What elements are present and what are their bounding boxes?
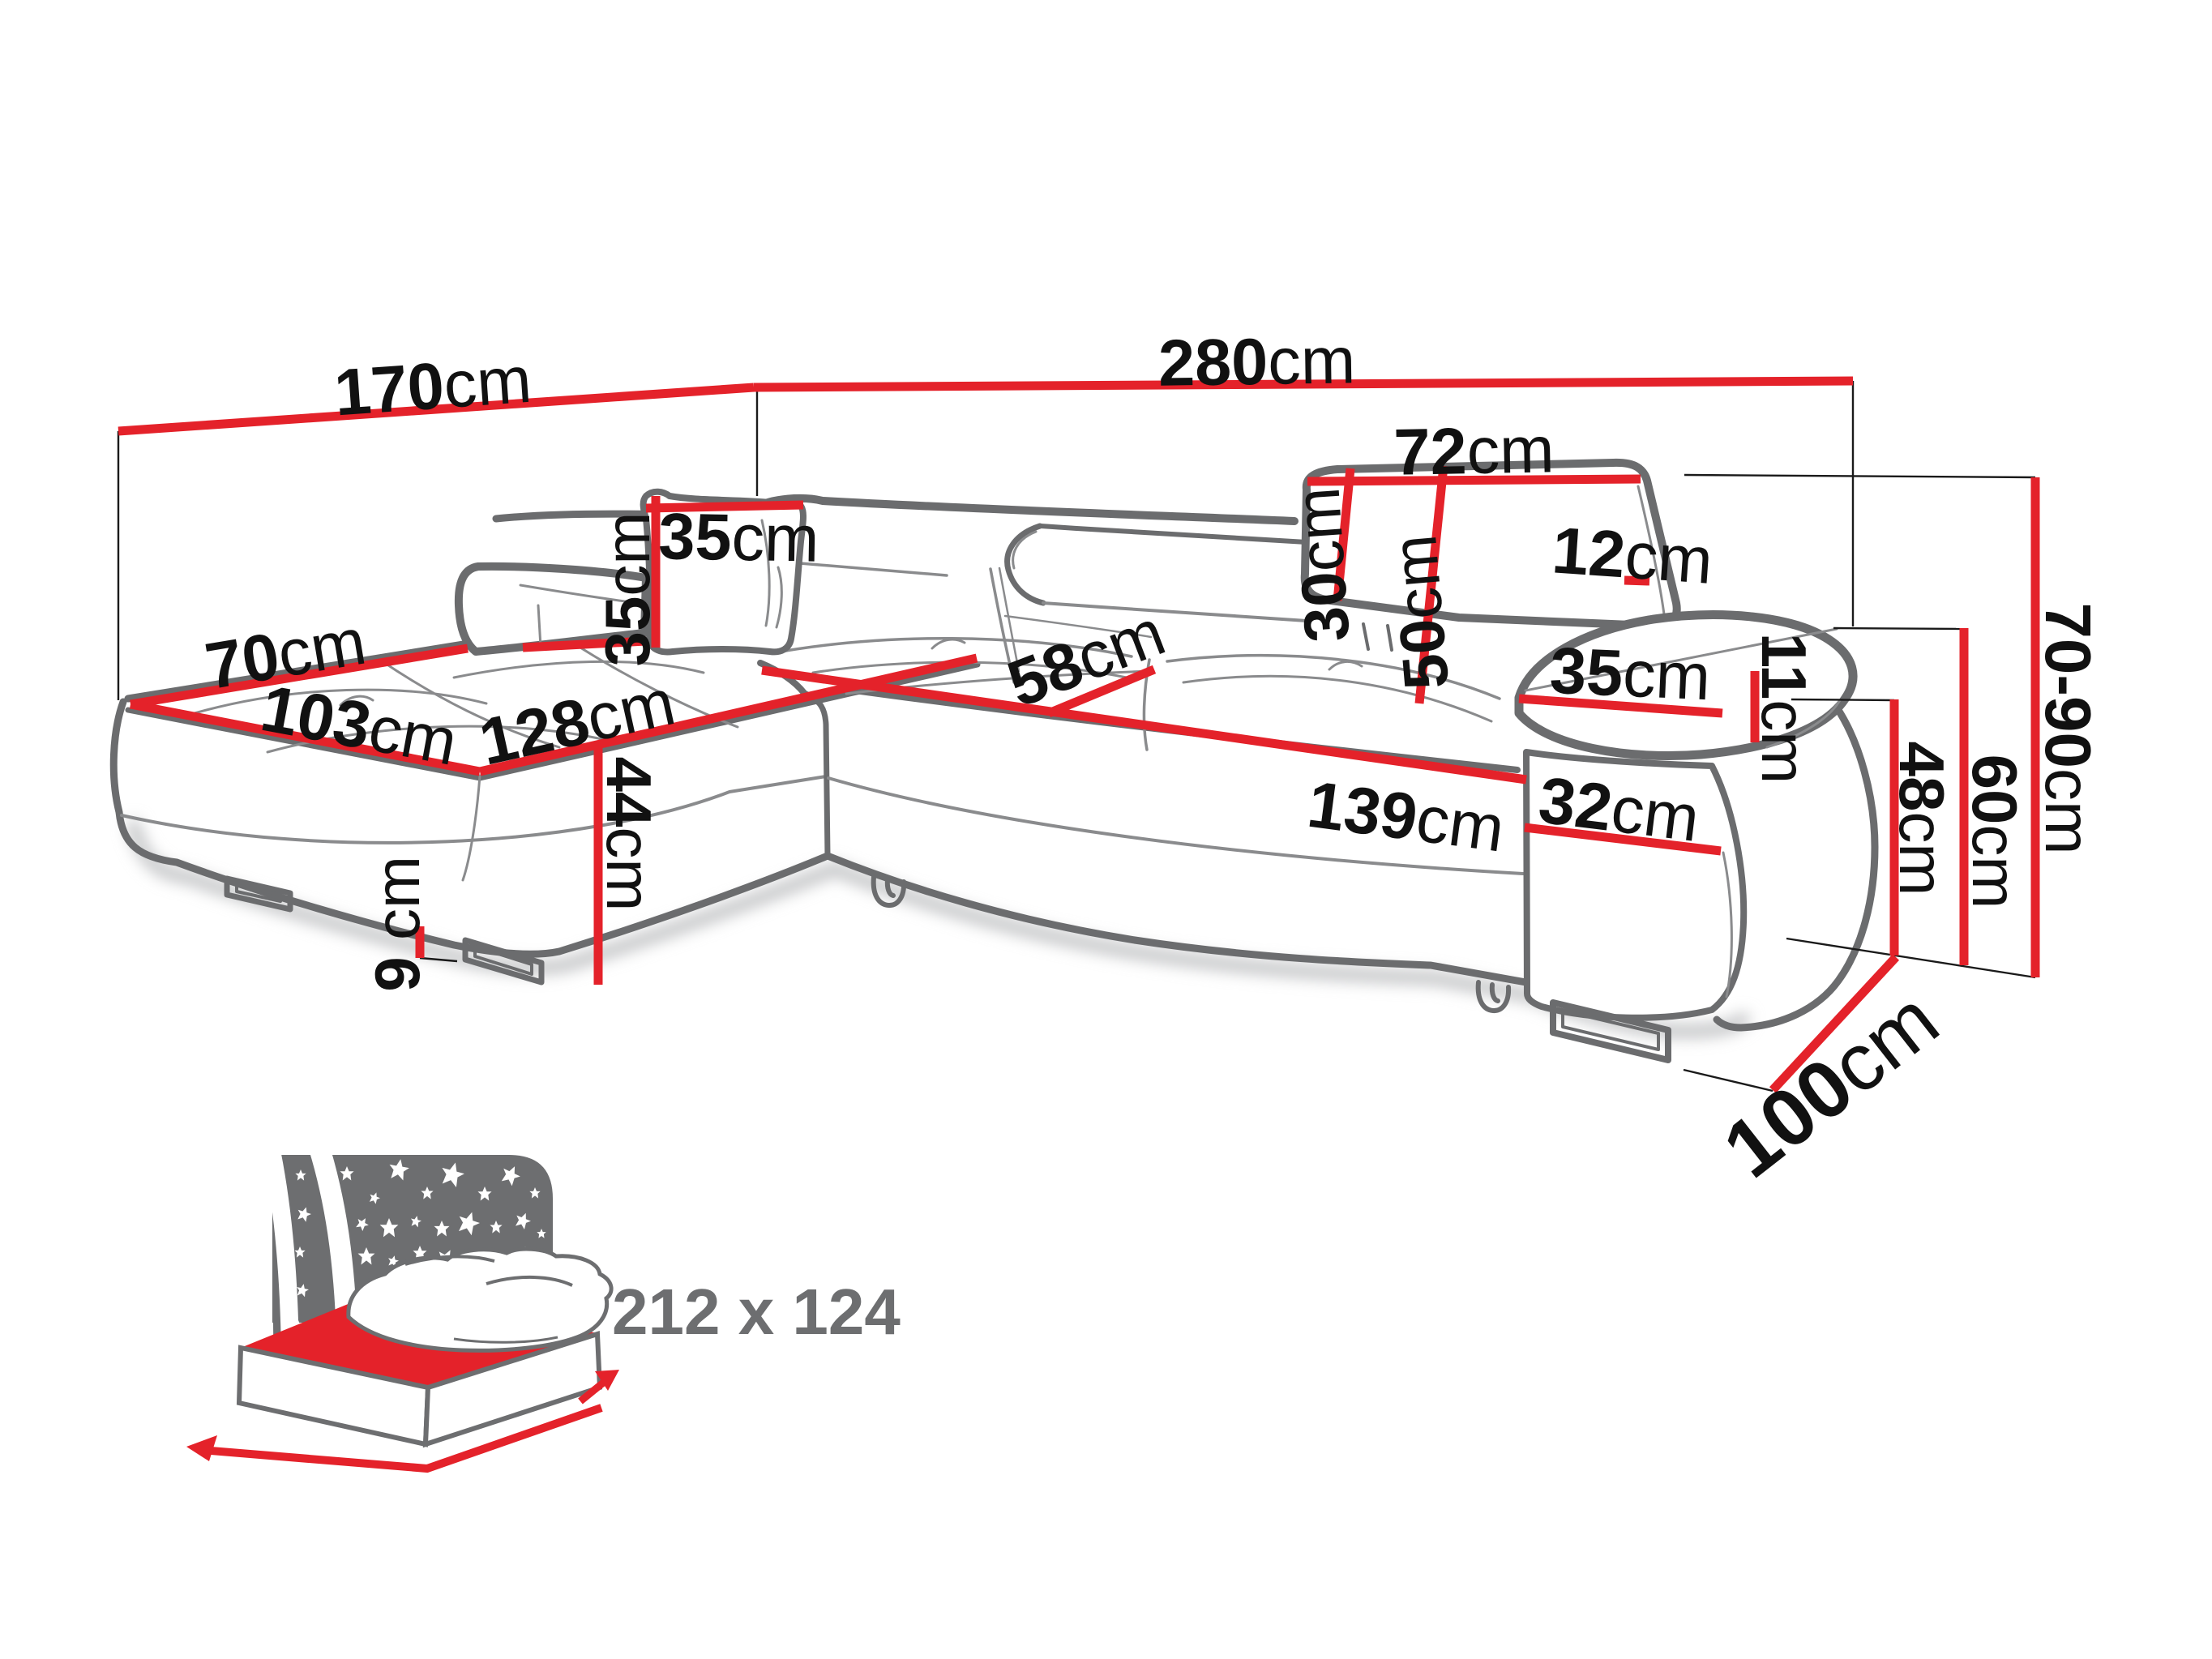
svg-text:35cm: 35cm (1548, 635, 1712, 715)
svg-text:128cm: 128cm (473, 665, 682, 779)
svg-text:70-90cm: 70-90cm (2032, 602, 2104, 854)
svg-text:11cm: 11cm (1748, 633, 1820, 784)
svg-text:212 x 124: 212 x 124 (612, 1276, 901, 1348)
svg-text:9: 9 (362, 956, 433, 991)
svg-text:60cm: 60cm (1959, 755, 2030, 909)
svg-text:32cm: 32cm (1534, 763, 1703, 855)
svg-text:35cm: 35cm (658, 500, 820, 575)
svg-text:30cm: 30cm (1281, 485, 1363, 644)
svg-text:139cm: 139cm (1303, 768, 1508, 866)
svg-text:48cm: 48cm (1886, 742, 1957, 896)
svg-text:70cm: 70cm (200, 605, 370, 703)
svg-text:72cm: 72cm (1393, 413, 1555, 489)
svg-text:cm: cm (362, 856, 433, 940)
svg-text:44cm: 44cm (593, 757, 665, 912)
svg-text:35cm: 35cm (592, 512, 663, 667)
svg-text:280cm: 280cm (1157, 324, 1355, 400)
svg-text:12cm: 12cm (1550, 514, 1715, 598)
svg-text:50cm: 50cm (1378, 532, 1462, 693)
svg-text:170cm: 170cm (332, 344, 534, 430)
